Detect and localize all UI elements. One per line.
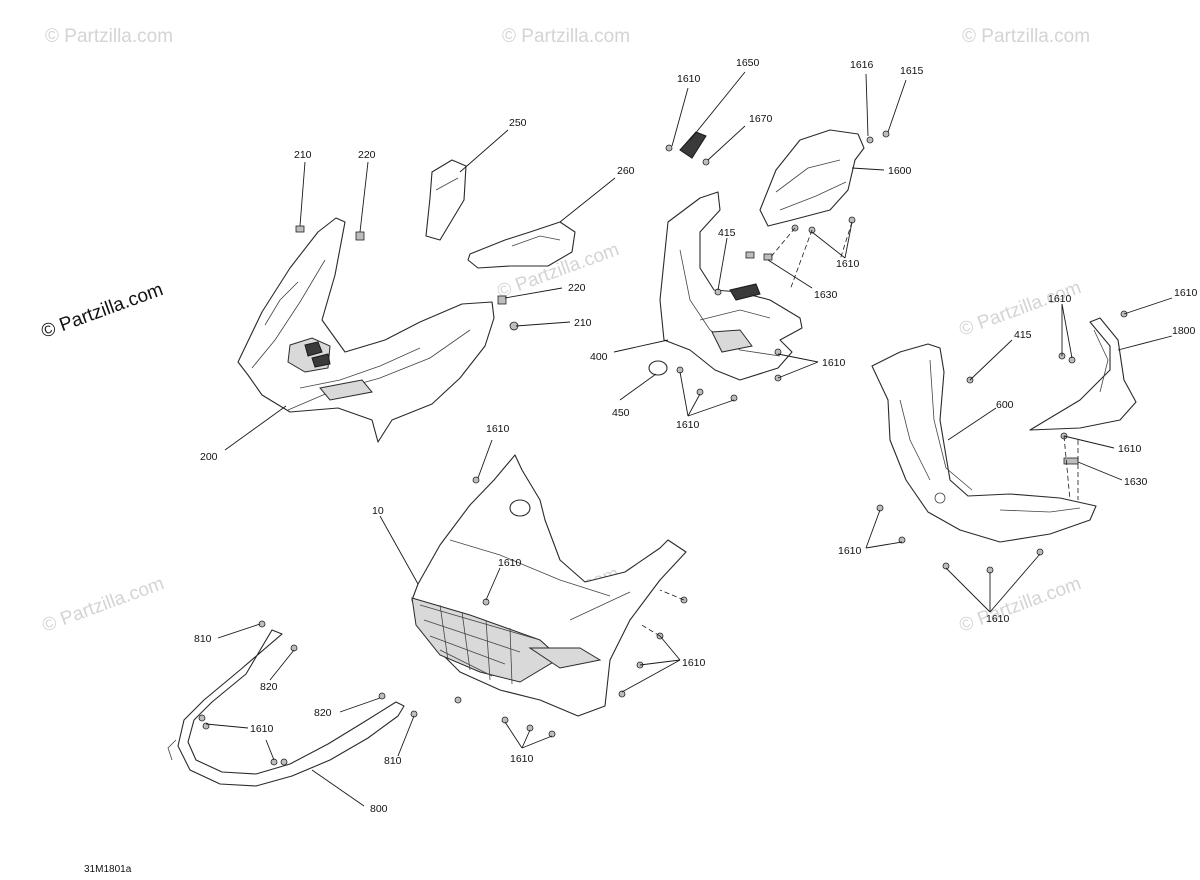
callout-415-right: 415 — [1014, 329, 1032, 341]
callout-220-right: 220 — [568, 282, 586, 294]
part-250-bracket — [425, 159, 467, 241]
callout-1600: 1600 — [888, 165, 912, 177]
callout-210-top: 210 — [294, 149, 312, 161]
assembly-lines — [639, 221, 1079, 637]
callout-labels: 210 220 250 260 220 210 200 1610 1650 16… — [194, 57, 1198, 815]
callout-1615: 1615 — [900, 65, 924, 77]
callout-1610-a: 1610 — [677, 73, 701, 85]
callout-1630-right: 1630 — [1124, 476, 1148, 488]
callout-1610-l: 1610 — [682, 657, 706, 669]
leader-lines — [205, 71, 1173, 807]
part-1650-pad — [665, 131, 710, 166]
callout-415-center: 415 — [718, 227, 736, 239]
callout-1610-j: 1610 — [486, 423, 510, 435]
callout-1610-i: 1610 — [986, 613, 1010, 625]
part-1600-upper-panel — [759, 129, 865, 227]
callout-1610-d: 1610 — [676, 419, 700, 431]
watermark-top-left: © Partzilla.com — [45, 26, 173, 47]
callout-810-right: 810 — [384, 755, 402, 767]
callout-200: 200 — [200, 451, 218, 463]
callout-1650: 1650 — [736, 57, 760, 69]
watermark-bottom-right: © Partzilla.com — [957, 573, 1084, 637]
brand-label: © Partzilla.com — [39, 279, 166, 343]
watermarks: © Partzilla.com © Partzilla.com © Partzi… — [40, 26, 1091, 637]
callout-10: 10 — [372, 505, 384, 517]
part-10-front-grille — [411, 454, 687, 717]
callout-1610-h: 1610 — [838, 545, 862, 557]
part-200-front-fascia — [237, 217, 495, 443]
callout-400: 400 — [590, 351, 608, 363]
callout-450: 450 — [612, 407, 630, 419]
callout-250: 250 — [509, 117, 527, 129]
callout-800: 800 — [370, 803, 388, 815]
fasteners-10 — [454, 476, 688, 738]
callout-1630-center: 1630 — [814, 289, 838, 301]
callout-1610-g: 1610 — [1118, 443, 1142, 455]
callout-1616: 1616 — [850, 59, 874, 71]
callout-1610-e: 1610 — [1048, 293, 1072, 305]
callout-1670: 1670 — [749, 113, 773, 125]
callout-810-left: 810 — [194, 633, 212, 645]
part-1800-trim — [1029, 317, 1137, 431]
callout-820-left: 820 — [260, 681, 278, 693]
callout-1800: 1800 — [1172, 325, 1196, 337]
callout-600: 600 — [996, 399, 1014, 411]
callout-1610-k: 1610 — [498, 557, 522, 569]
watermark-top-center: © Partzilla.com — [502, 26, 630, 47]
part-400-side-panel — [648, 191, 803, 381]
part-260-cover — [467, 221, 576, 269]
callout-1610-f: 1610 — [1174, 287, 1198, 299]
callout-820-right: 820 — [314, 707, 332, 719]
part-600-side-panel — [871, 343, 1097, 543]
callout-1610-n: 1610 — [250, 723, 274, 735]
callout-1610-c: 1610 — [822, 357, 846, 369]
watermark-bottom-left: © Partzilla.com — [40, 573, 167, 637]
figure-code: 31M1801a — [84, 864, 132, 875]
callout-260: 260 — [617, 165, 635, 177]
watermark-top-right: © Partzilla.com — [962, 26, 1090, 47]
callout-220-top: 220 — [358, 149, 376, 161]
callout-1610-b: 1610 — [836, 258, 860, 270]
part-800-bumper-bar — [167, 629, 405, 787]
callout-1610-m: 1610 — [510, 753, 534, 765]
fasteners-800 — [198, 620, 418, 766]
callout-210-right: 210 — [574, 317, 592, 329]
